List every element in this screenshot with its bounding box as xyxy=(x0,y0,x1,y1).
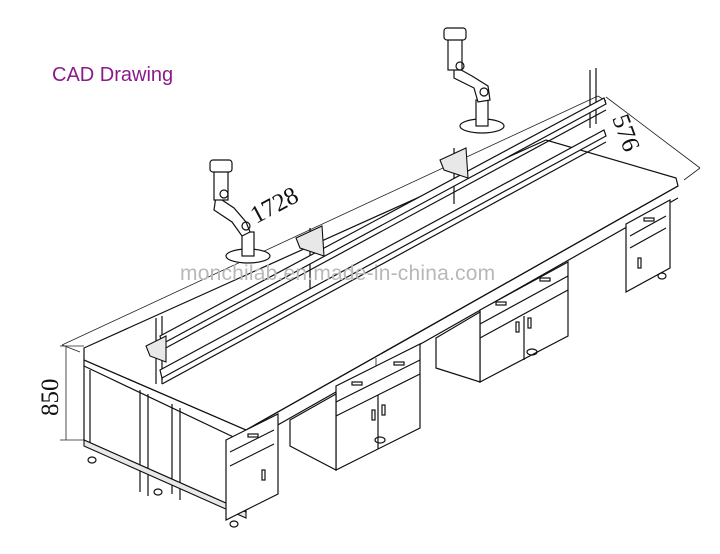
fume-extraction-arm-icon xyxy=(443,27,505,134)
reagent-shelf xyxy=(145,68,607,385)
watermark-text: monchilab.en.made-in-china.com xyxy=(180,262,496,285)
fume-extraction-arm-icon xyxy=(209,159,271,264)
cabinet-center xyxy=(289,343,421,471)
dimension-length-label: 1728 xyxy=(246,182,303,229)
cabinet-right-center xyxy=(435,260,569,383)
bench-top xyxy=(83,139,679,444)
dimension-lines xyxy=(60,95,701,441)
cabinet-right-end xyxy=(625,198,671,294)
left-end-frame xyxy=(83,365,247,528)
drawing-title: CAD Drawing xyxy=(52,64,174,86)
dimension-height-label: 850 xyxy=(37,379,64,417)
cabinet-left xyxy=(225,413,279,521)
dimension-depth-label: 576 xyxy=(606,111,644,155)
